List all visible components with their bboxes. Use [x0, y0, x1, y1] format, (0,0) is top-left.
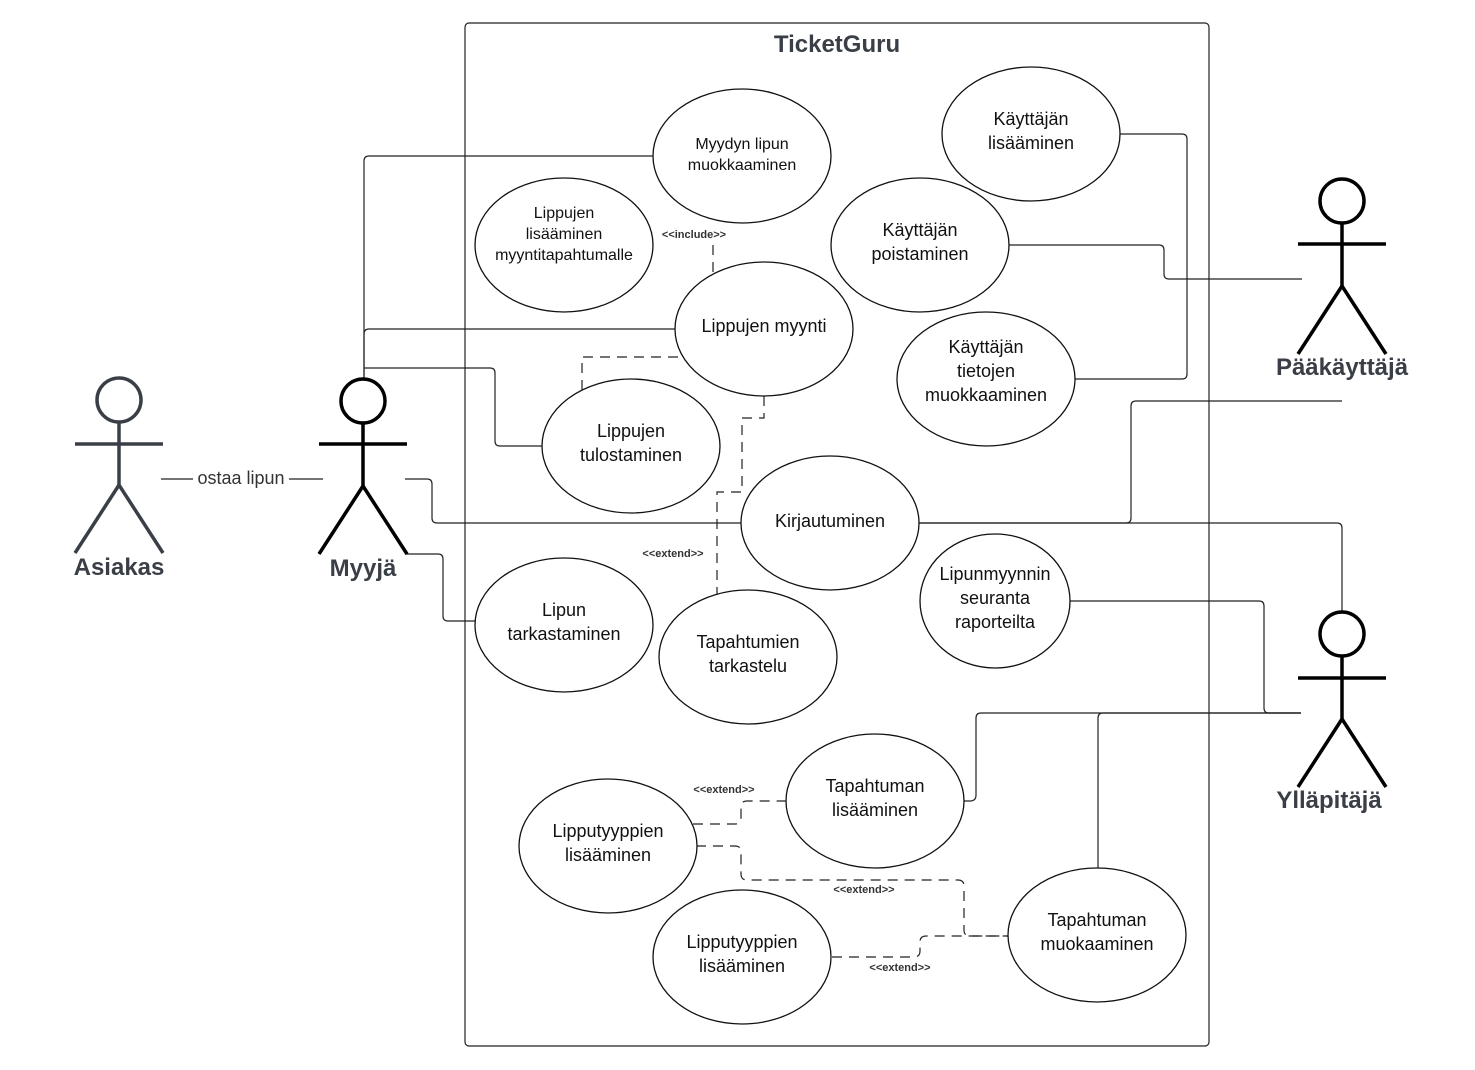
actor-asiakas-label: Asiakas — [74, 554, 165, 581]
assoc-kirjautuminen-yllapitaja — [918, 522, 1343, 612]
actor-paakayttaja-icon[interactable] — [1296, 177, 1388, 355]
extend-label-lipputyypit2: <<extend>> — [869, 962, 930, 974]
actor-myyja-label: Myyjä — [330, 555, 397, 582]
extend-lipputyypit1-tapahtuman-muokaaminen — [696, 845, 1008, 937]
use-case-lippujen-myynti[interactable]: Lippujen myynti — [674, 261, 854, 397]
extend-label-tarkastelu: <<extend>> — [642, 548, 703, 560]
svg-text:Lippujen myynti: Lippujen myynti — [701, 316, 826, 336]
assoc-myyja-tulostaminen — [364, 367, 542, 447]
assoc-yllapitaja-tapahtuman-muokaaminen — [1097, 712, 1301, 869]
ostaa-lipun-label: ostaa lipun — [197, 468, 284, 488]
include-label: <<include>> — [662, 229, 726, 241]
assoc-paakayttaja-lisaaminen — [1075, 133, 1188, 380]
dash-tulostaminen-myynti — [581, 356, 686, 390]
extend-label-tapahtuman-muokaaminen: <<extend>> — [833, 884, 894, 896]
use-case-kirjautuminen[interactable]: Kirjautuminen — [740, 455, 920, 591]
assoc-myyja-myydyn-lipun — [363, 155, 654, 378]
system-title: TicketGuru — [774, 31, 900, 58]
extend-lipputyypit2-tapahtuman-muokaaminen — [832, 935, 1008, 958]
extend-label-tapahtuman-lisaaminen: <<extend>> — [693, 784, 754, 796]
actor-asiakas-icon[interactable] — [73, 376, 165, 554]
assoc-yllapitaja-tapahtuman-lisaaminen — [964, 712, 1301, 802]
extend-tarkastelu-myynti — [716, 396, 765, 594]
actor-paakayttaja-label: Pääkäyttäjä — [1276, 354, 1409, 381]
svg-text:Kirjautuminen: Kirjautuminen — [775, 511, 885, 531]
actor-yllapitaja-icon[interactable] — [1296, 610, 1388, 788]
assoc-myyja-tarkastaminen — [405, 553, 476, 622]
assoc-myyja-lippujen-myynti — [363, 328, 678, 378]
assoc-paakayttaja-poistaminen — [1008, 244, 1302, 280]
actor-myyja-icon[interactable] — [317, 377, 409, 555]
assoc-myyja-kirjautuminen — [405, 478, 742, 524]
actor-yllapitaja-label: Ylläpitäjä — [1276, 787, 1382, 814]
extend-lipputyypit1-tapahtuman-lisaaminen — [693, 800, 786, 825]
